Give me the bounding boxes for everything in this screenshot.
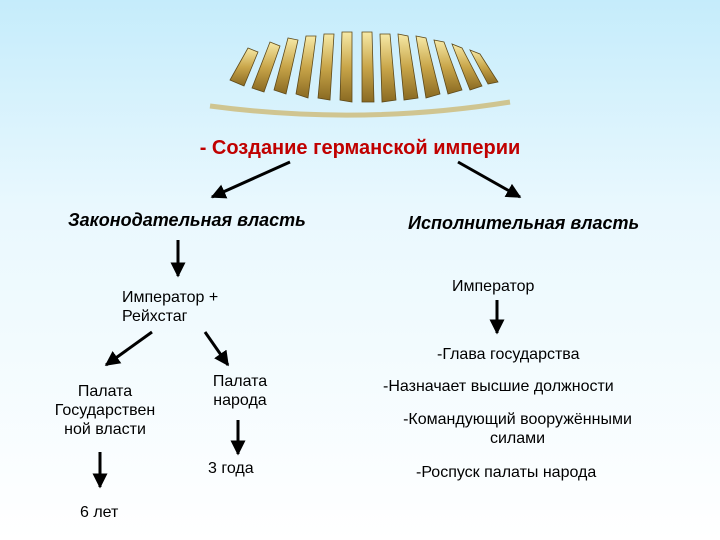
legislative-title: Законодательная власть — [68, 210, 306, 230]
executive-power-item: -Глава государства — [437, 346, 580, 363]
legislative-composition: Император + Рейхстаг — [122, 289, 219, 325]
executive-power-item: -Командующий вооружёнными силами — [403, 411, 632, 447]
executive-title: Исполнительная власть — [408, 213, 640, 233]
arrow-to-legislative — [210, 160, 291, 199]
chamber-states-name: Палата Государствен ной власти — [54, 383, 156, 438]
executive-power-item: -Роспуск палаты народа — [416, 464, 597, 481]
arrow-to-chamber-people — [203, 331, 230, 367]
diagram-subtitle: - Создание германской империи — [199, 137, 521, 159]
chamber-people-name: Палата народа — [212, 373, 268, 409]
executive-power-item: -Назначает высшие должности — [383, 378, 614, 395]
executive-head: Император — [452, 278, 535, 295]
wordart-title-graphic — [209, 31, 511, 118]
chamber-states-term: 6 лет — [80, 504, 119, 521]
chamber-people-term: 3 года — [208, 460, 254, 477]
arrow-to-chamber-states — [104, 330, 153, 367]
arrow-to-executive — [457, 160, 522, 199]
